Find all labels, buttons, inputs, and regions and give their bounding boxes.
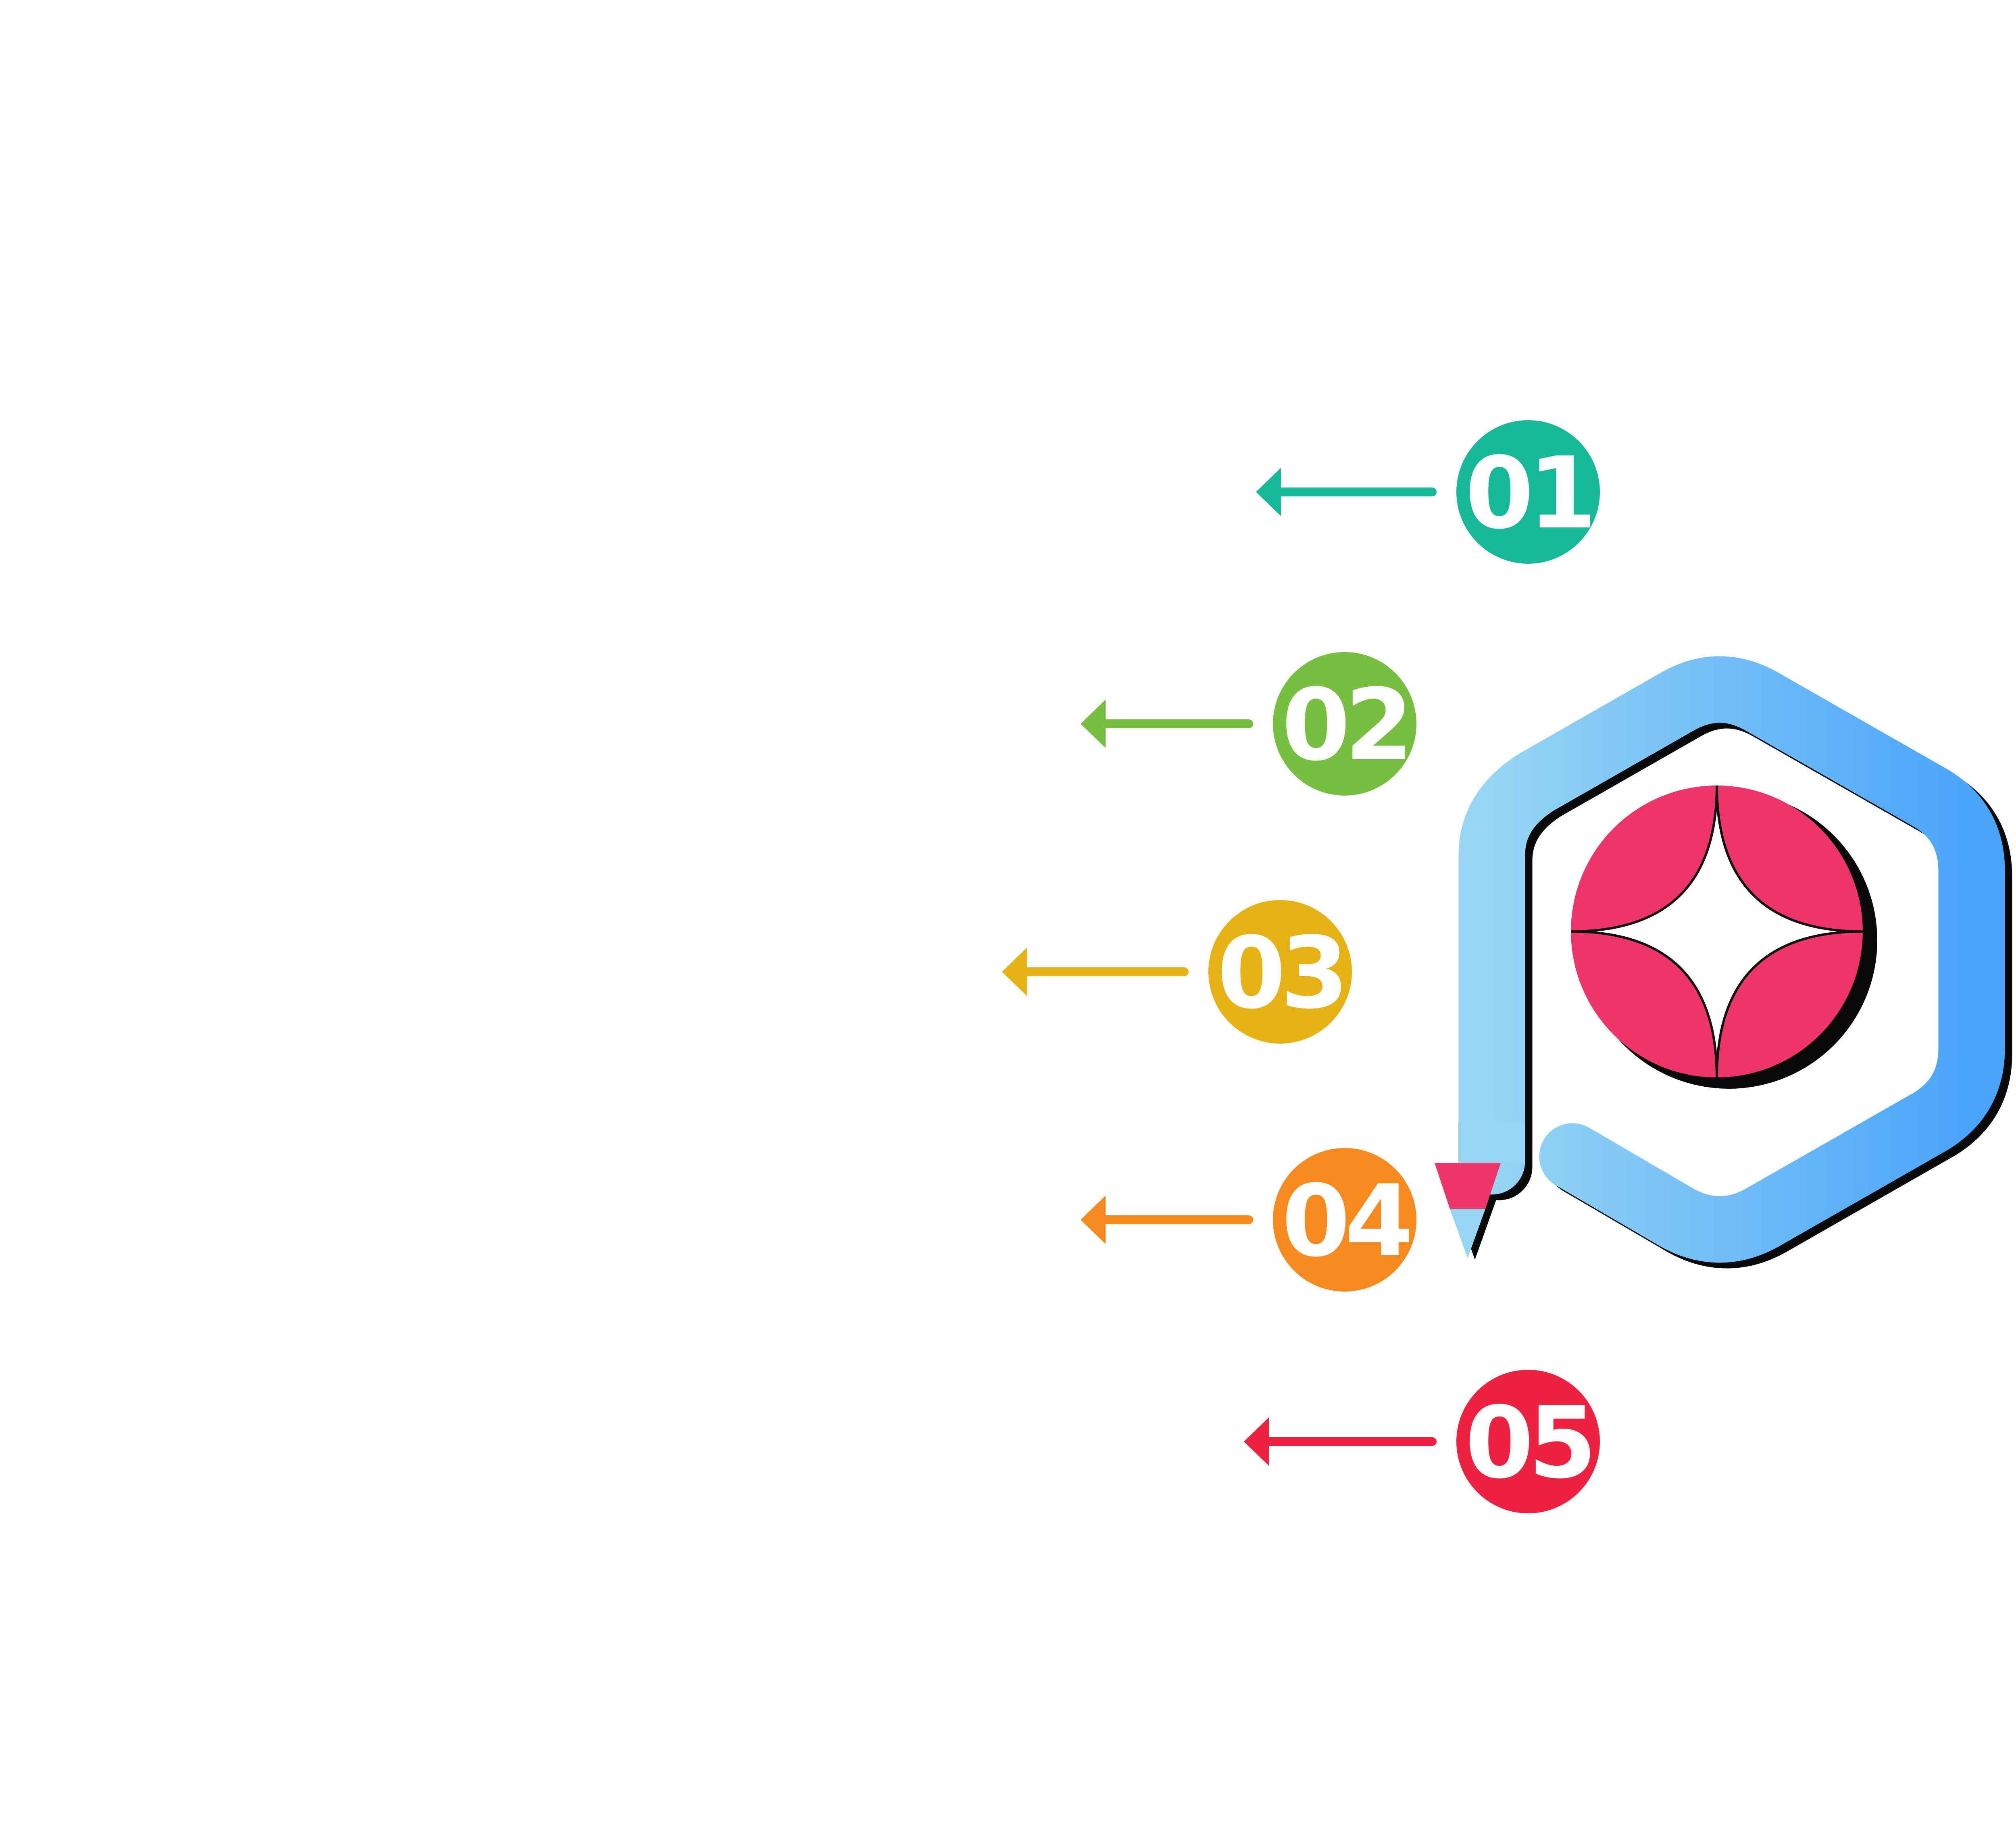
step-3: 03 [1002,900,1352,1044]
step-number-label: 05 [1465,1386,1591,1500]
logo-p-stroke [1458,656,2005,1263]
arrow-left-icon [1081,1196,1253,1244]
arrow-left-icon [1256,468,1437,516]
arrow-left-icon [1244,1417,1437,1466]
step-badge [1273,652,1416,796]
step-number-label: 04 [1282,1164,1409,1279]
step-1: 01 [1256,420,1600,564]
step-badge [1208,900,1352,1044]
step-badge [1456,420,1600,564]
arrow-left-icon [1002,948,1189,996]
pencil-tip-point [1450,1209,1485,1258]
steps-layer: 01 02 03 04 05 [1002,420,1600,1513]
step-5: 05 [1244,1370,1600,1513]
step-number-label: 02 [1282,668,1408,783]
arrow-left-icon [1081,700,1253,748]
step-badge [1456,1370,1600,1513]
pencil-p-logo-icon [1435,656,2012,1269]
step-number-label: 03 [1217,916,1343,1031]
pencil-tip [1435,1163,1501,1209]
step-4: 04 [1081,1148,1416,1292]
step-2: 02 [1081,652,1416,796]
four-point-star-icon [1570,785,1863,1078]
step-number-label: 01 [1465,436,1591,551]
step-badge [1273,1148,1416,1292]
